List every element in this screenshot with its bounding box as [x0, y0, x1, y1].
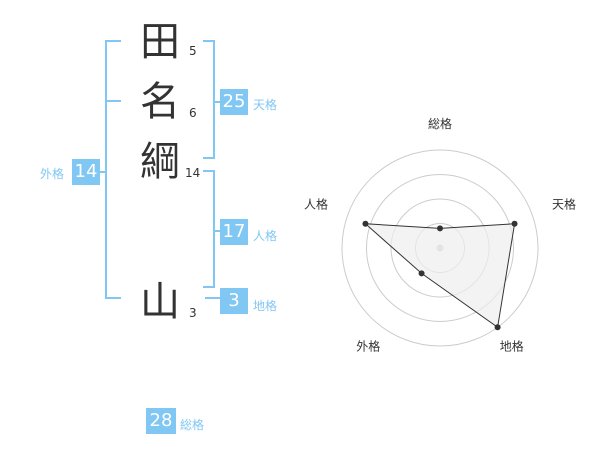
stroke-count-4: 3	[189, 306, 197, 320]
gaikaku-bracket-top	[105, 40, 121, 42]
tenkaku-label: 天格	[253, 98, 278, 112]
name-char-2: 名	[140, 79, 180, 125]
jinkaku-bracket	[213, 170, 215, 288]
stroke-count-1: 5	[189, 44, 197, 58]
radar-point-2	[511, 220, 518, 227]
name-char-3: 綱	[140, 139, 180, 185]
jinkaku-connector	[215, 230, 221, 232]
radar-axis-label-1: 総格	[428, 116, 452, 131]
gaikaku-bracket	[105, 40, 107, 299]
stroke-count-3: 14	[185, 166, 201, 180]
radar-axis-label-5: 人格	[304, 196, 328, 211]
radar-axis-label-3: 地格	[500, 339, 524, 354]
radar-grid-ring-4	[341, 149, 539, 347]
gaikaku-value: 14	[72, 159, 100, 185]
tenkaku-connector	[215, 101, 221, 103]
radar-point-5	[362, 220, 369, 227]
radar-axis-label-2: 天格	[552, 196, 576, 211]
radar-point-3	[494, 324, 501, 331]
radar-axis-label-4: 外格	[356, 339, 380, 354]
tenkaku-bracket	[213, 40, 215, 159]
gaikaku-bracket-mid	[105, 100, 121, 102]
name-char-1: 田	[140, 19, 180, 65]
soukaku-label: 総格	[180, 418, 205, 432]
radar-grid-ring-3	[366, 174, 514, 322]
gaikaku-bracket-bottom	[105, 297, 121, 299]
tenkaku-bracket-top	[203, 40, 215, 42]
jinkaku-bracket-bottom	[203, 286, 215, 288]
gaikaku-connector	[99, 171, 105, 173]
radar-point-4	[418, 270, 425, 277]
tenkaku-value: 25	[220, 89, 248, 115]
name-char-4: 山	[140, 279, 180, 325]
chikaku-connector	[205, 297, 221, 299]
gaikaku-label: 外格	[40, 167, 65, 181]
jinkaku-label: 人格	[253, 229, 278, 243]
stroke-count-2: 6	[189, 106, 197, 120]
chikaku-label: 地格	[253, 299, 278, 313]
radar-polygon	[364, 223, 516, 329]
tenkaku-bracket-bottom	[203, 157, 215, 159]
radar-point-1	[437, 225, 443, 232]
soukaku-value: 28	[146, 408, 176, 434]
jinkaku-bracket-top	[203, 170, 215, 172]
jinkaku-value: 17	[220, 219, 248, 245]
chikaku-value: 3	[220, 288, 248, 314]
